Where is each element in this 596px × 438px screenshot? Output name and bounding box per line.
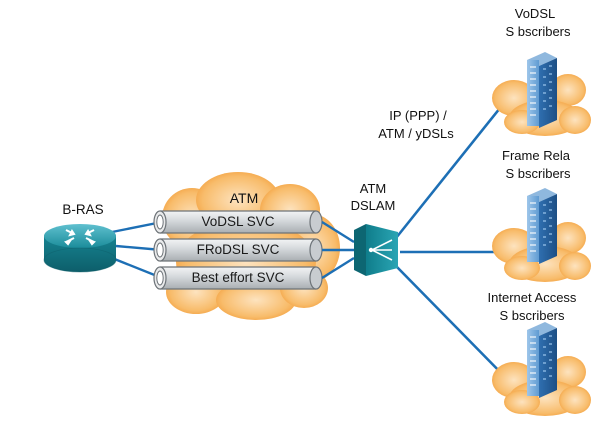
dslam-label-line1: ATM xyxy=(359,181,387,196)
link-label-line1: IP (PPP) / xyxy=(389,108,447,123)
subscriber-cloud-middle xyxy=(492,222,591,282)
svc-pipe-frodsl xyxy=(153,238,323,262)
frame-relay-subscribers-label-line1: Frame Rela xyxy=(502,148,570,163)
svc-label-frodsl: FRoDSL SVC xyxy=(196,242,280,257)
internet-subscribers-label-line1: Internet Access xyxy=(487,290,577,305)
office-building-icon xyxy=(527,52,557,128)
link-to-vodsl xyxy=(394,97,510,239)
internet-subscribers-label-line2: S bscribers xyxy=(499,308,565,323)
bras-label: B-RAS xyxy=(62,202,104,217)
atm-cloud-label: ATM xyxy=(229,190,259,206)
dslam-links xyxy=(394,97,510,381)
office-building-icon xyxy=(527,188,557,264)
dslam-label-line2: DSLAM xyxy=(350,198,396,213)
svc-label-best-effort: Best effort SVC xyxy=(191,270,285,285)
dslam-icon xyxy=(354,224,398,276)
vodsl-subscribers-label-line1: VoDSL xyxy=(514,6,556,21)
pipe-to-dslam-links xyxy=(321,220,355,280)
router-icon xyxy=(43,224,117,273)
svc-pipe-vodsl xyxy=(153,210,323,234)
vodsl-subscribers-label-line2: S bscribers xyxy=(505,24,571,39)
frame-relay-subscribers-label-line2: S bscribers xyxy=(505,166,571,181)
link-to-internet xyxy=(395,265,509,381)
office-building-icon xyxy=(527,322,557,398)
link-label-line2: ATM / yDSLs xyxy=(378,126,454,141)
svc-label-vodsl: VoDSL SVC xyxy=(201,214,275,229)
svc-pipe-best-effort xyxy=(153,266,323,290)
